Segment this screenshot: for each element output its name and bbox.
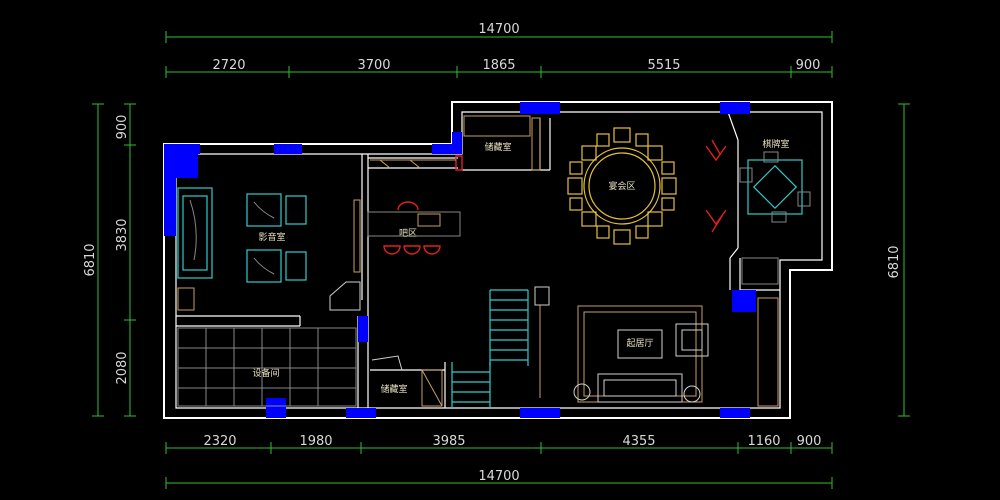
bottom-segment-2: 1980: [299, 434, 332, 449]
bottom-segment-1: 2320: [203, 434, 236, 449]
left-total-dimension: 6810: [83, 243, 98, 276]
banquet-table: 宴会区: [567, 127, 677, 245]
top-segment-5: 900: [796, 58, 821, 73]
room-label-chess: 棋牌室: [762, 138, 789, 150]
bottom-segment-4: 4355: [622, 434, 655, 449]
top-storage-room: 储藏室: [370, 115, 541, 171]
room-label-storage-bottom: 储藏室: [380, 383, 407, 395]
left-segment-2: 3830: [115, 218, 130, 251]
bottom-storage-room: 储藏室: [371, 355, 443, 407]
left-segment-3: 2080: [115, 351, 130, 384]
chess-room: 棋牌室: [705, 138, 811, 285]
left-segment-1: 900: [115, 115, 130, 140]
right-total-dimension: 6810: [887, 245, 902, 278]
bottom-dimension-chain: 2320 1980 3985 4355 1160 900 14700: [165, 434, 833, 489]
bottom-segment-5: 1160: [747, 434, 780, 449]
room-label-theater: 影音室: [258, 231, 285, 243]
room-label-bar: 吧区: [399, 228, 417, 239]
top-total-dimension: 14700: [478, 22, 519, 37]
bottom-segment-6: 900: [797, 434, 822, 449]
top-segment-1: 2720: [212, 58, 245, 73]
room-label-banquet: 宴会区: [608, 180, 635, 192]
top-segment-4: 5515: [647, 58, 680, 73]
room-label-lounge: 起居厅: [626, 338, 653, 349]
top-dimension-chain: 14700 2720 3700 1865 5515 900: [165, 22, 833, 78]
top-segment-2: 3700: [357, 58, 390, 73]
top-segment-3: 1865: [482, 58, 515, 73]
bottom-segment-3: 3985: [432, 434, 465, 449]
bottom-total-dimension: 14700: [478, 469, 519, 484]
staircase: [451, 286, 550, 408]
equipment-room-grid: 设备间: [177, 327, 357, 407]
room-label-storage-top: 储藏室: [484, 141, 511, 153]
room-label-equipment: 设备间: [252, 367, 279, 379]
right-dimension-chain: 6810: [887, 103, 910, 417]
structural-columns: [164, 102, 756, 418]
bar-area: 吧区: [367, 155, 463, 255]
theater-furniture: 影音室: [177, 187, 361, 311]
left-dimension-chain: 6810 900 3830 2080: [83, 103, 136, 417]
interior-walls: [176, 111, 780, 408]
lounge-furniture: 起居厅: [573, 297, 779, 407]
